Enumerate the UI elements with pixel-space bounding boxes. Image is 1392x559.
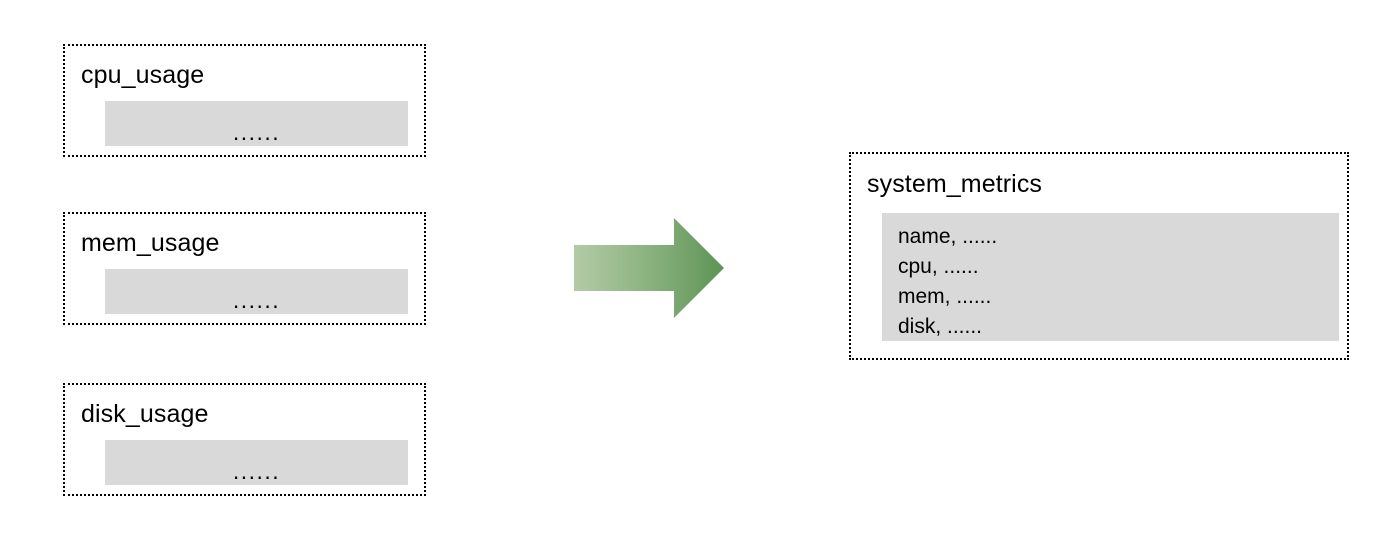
destination-row-name: name, ......	[898, 225, 998, 248]
destination-body-panel: name, ...... cpu, ...... mem, ...... dis…	[882, 213, 1339, 341]
source-body-panel-disk-usage: ......	[105, 440, 408, 485]
source-body-ellipsis-mem-usage: ......	[232, 287, 281, 313]
source-title-cpu-usage: cpu_usage	[81, 61, 205, 89]
destination-box-system-metrics[interactable]: system_metrics name, ...... cpu, ...... …	[849, 152, 1349, 360]
source-body-ellipsis-disk-usage: ......	[232, 458, 281, 484]
source-box-mem-usage[interactable]: mem_usage ......	[63, 212, 426, 325]
destination-row-cpu: cpu, ......	[898, 255, 979, 278]
source-body-panel-cpu-usage: ......	[105, 101, 408, 146]
source-box-cpu-usage[interactable]: cpu_usage ......	[63, 44, 426, 157]
source-title-mem-usage: mem_usage	[81, 229, 220, 257]
destination-row-disk: disk, ......	[898, 315, 983, 338]
right-arrow-icon	[572, 216, 728, 320]
source-body-ellipsis-cpu-usage: ......	[232, 119, 281, 145]
source-title-disk-usage: disk_usage	[81, 400, 209, 428]
source-box-disk-usage[interactable]: disk_usage ......	[63, 383, 426, 496]
source-body-panel-mem-usage: ......	[105, 269, 408, 314]
destination-title-system-metrics: system_metrics	[867, 170, 1043, 198]
destination-row-mem: mem, ......	[898, 285, 992, 308]
